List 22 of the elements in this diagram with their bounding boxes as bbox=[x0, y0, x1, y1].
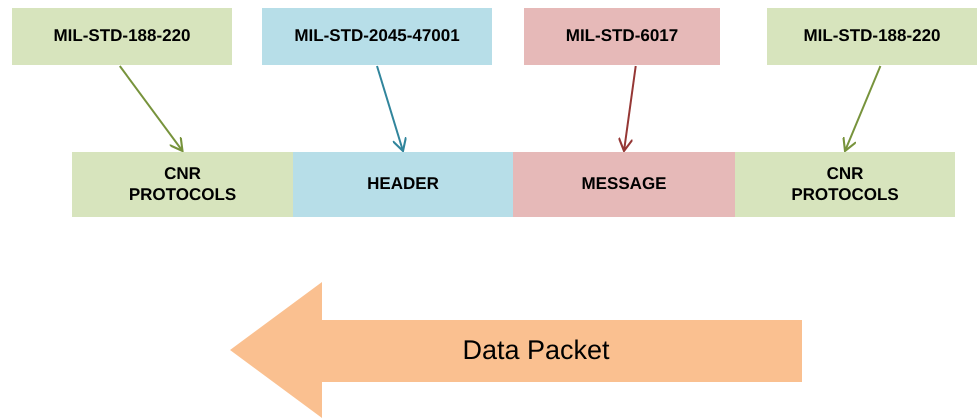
arrow-label: Data Packet bbox=[462, 334, 610, 366]
packet-segment bbox=[735, 152, 955, 217]
arrow bbox=[376, 66, 408, 152]
standard-box bbox=[524, 8, 720, 65]
packet-segment bbox=[513, 152, 735, 217]
box-label: MIL-STD-188-220 bbox=[804, 26, 940, 47]
box-label: HEADER bbox=[367, 174, 439, 195]
standard-box bbox=[12, 8, 232, 65]
arrow bbox=[119, 65, 184, 152]
box-label: CNR PROTOCOLS bbox=[128, 164, 238, 205]
box-label: MESSAGE bbox=[581, 174, 667, 195]
standard-box bbox=[262, 8, 492, 65]
box-label: MIL-STD-188-220 bbox=[54, 26, 190, 47]
box-label: MIL-STD-2045-47001 bbox=[294, 26, 460, 47]
box-label: MIL-STD-6017 bbox=[566, 26, 678, 47]
block-arrow-shape bbox=[230, 282, 802, 418]
standard-box bbox=[767, 8, 977, 65]
packet-segment bbox=[293, 152, 513, 217]
packet-segment bbox=[72, 152, 293, 217]
arrow bbox=[842, 66, 882, 152]
arrow bbox=[618, 66, 637, 152]
box-label: CNR PROTOCOLS bbox=[790, 164, 900, 205]
